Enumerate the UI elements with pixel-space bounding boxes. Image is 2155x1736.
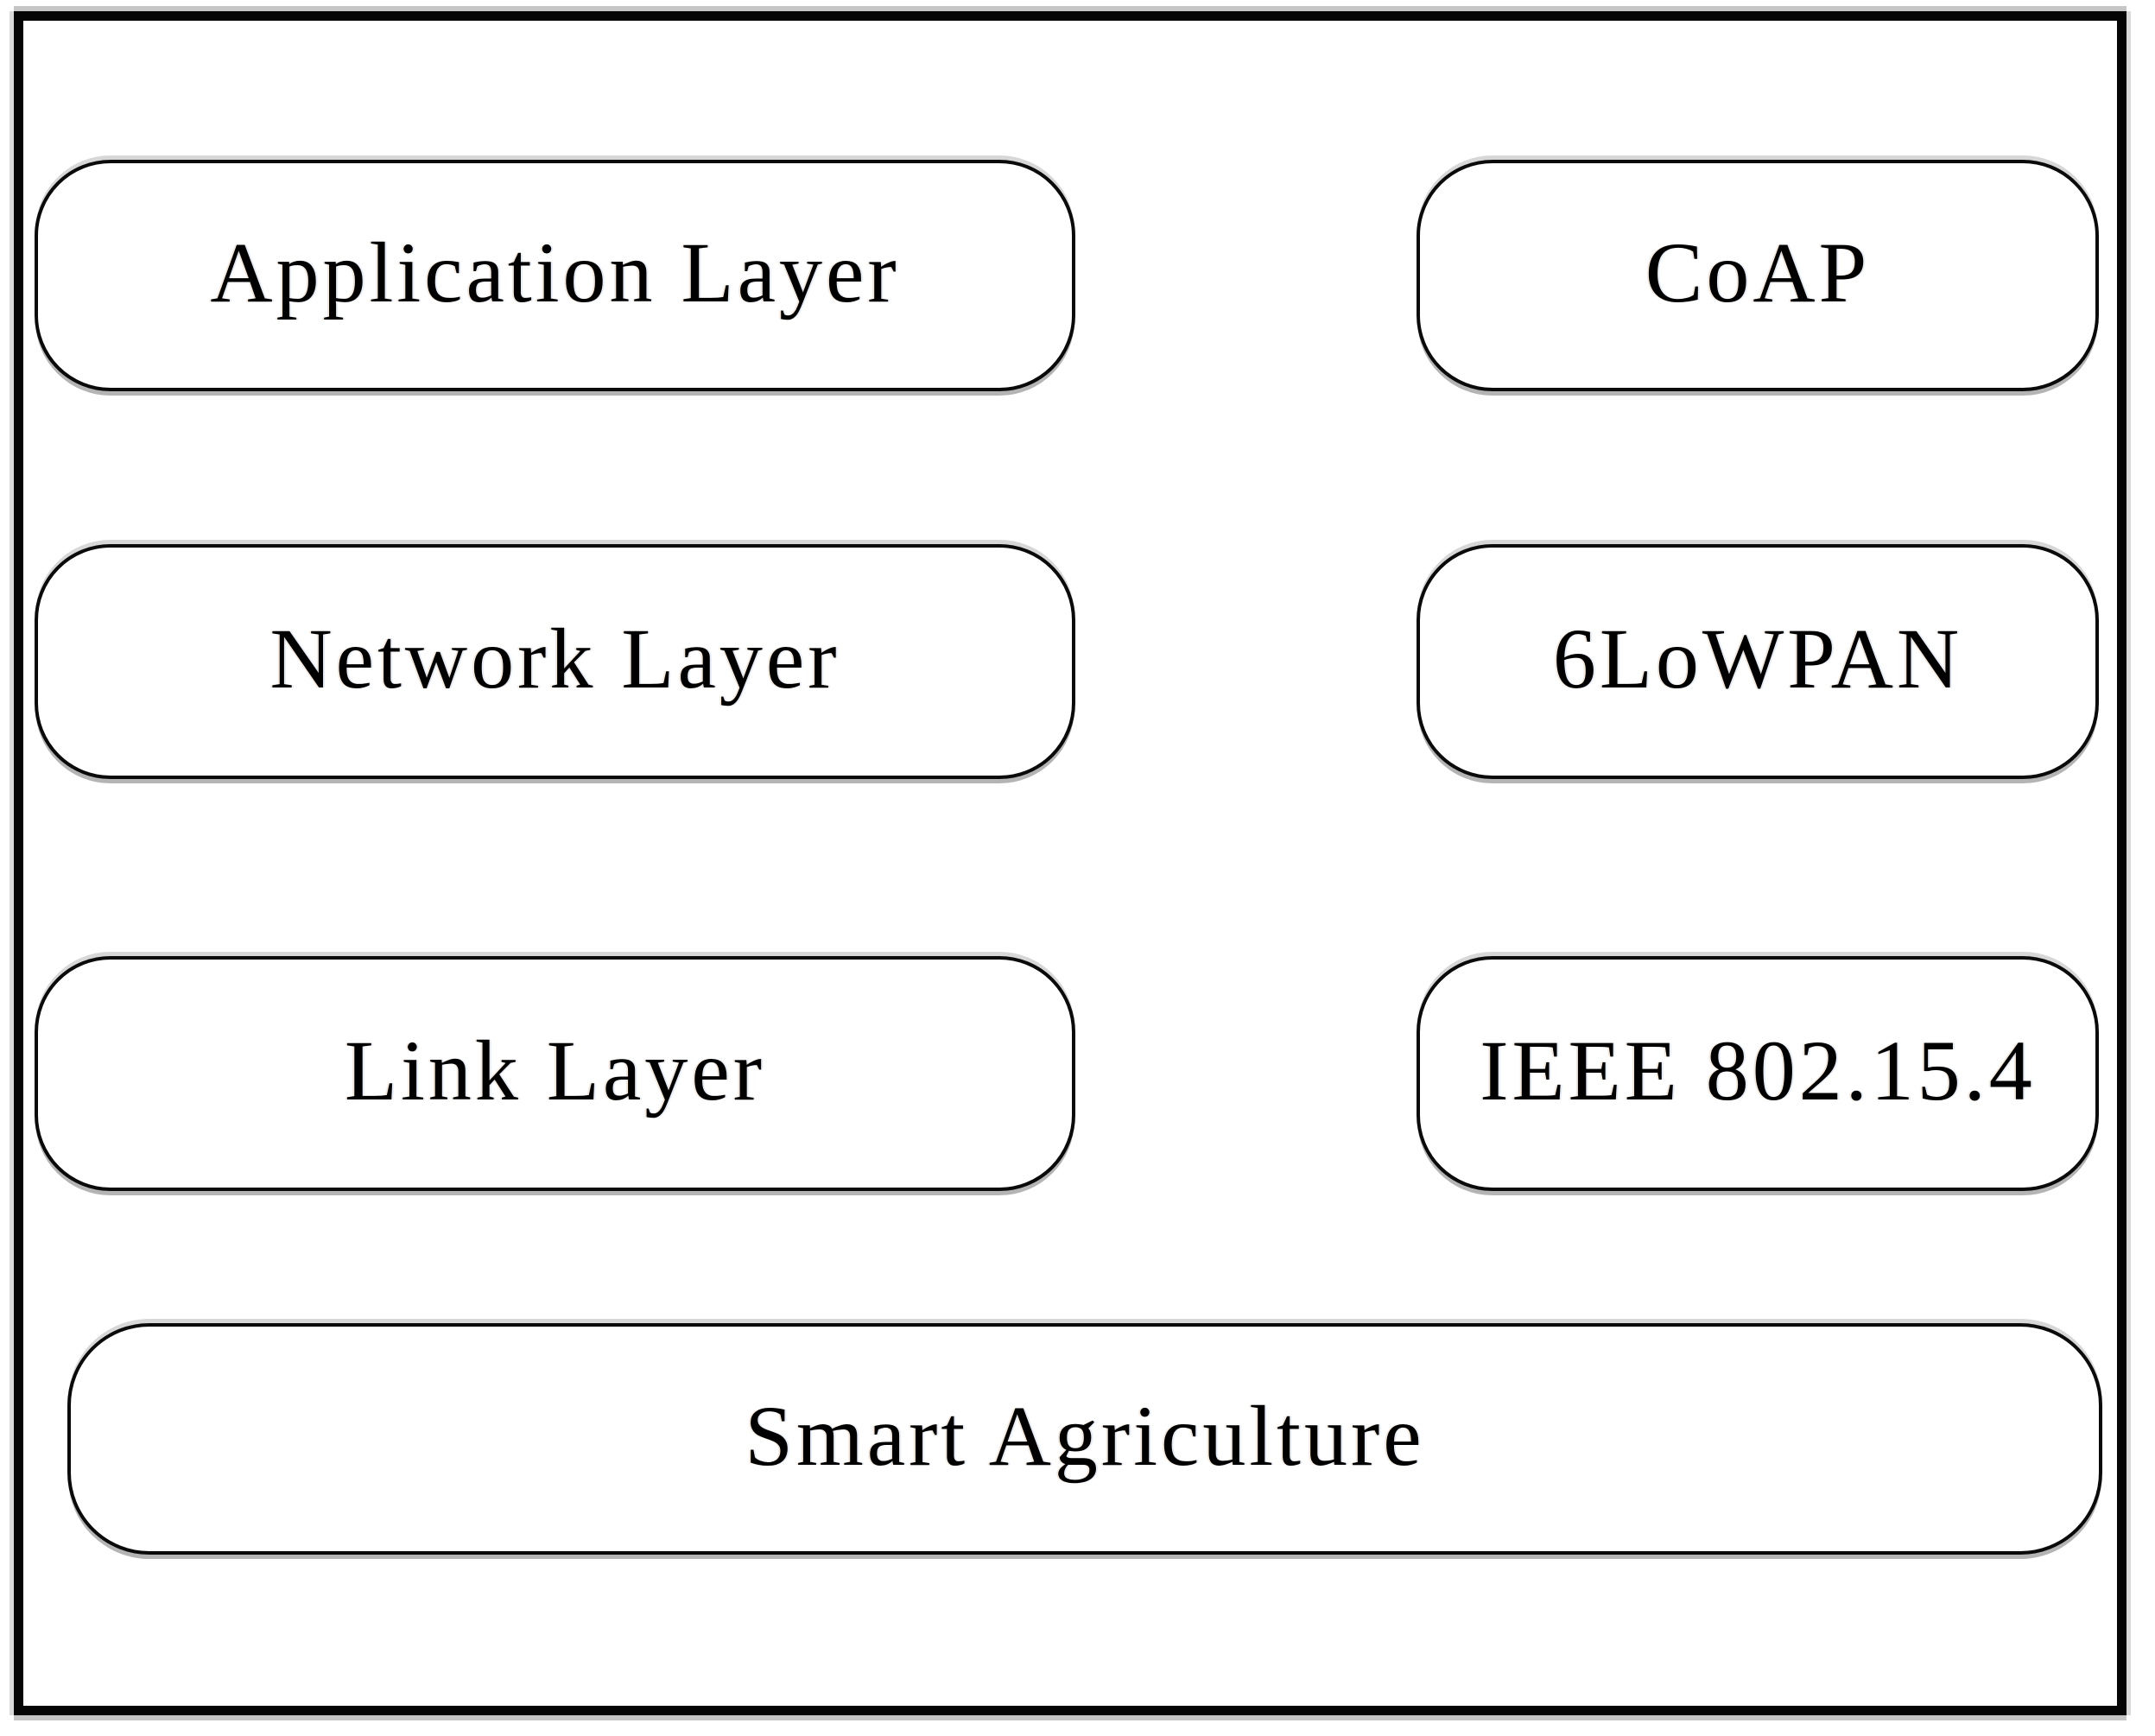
node-ieee-802-15-4: IEEE 802.15.4 bbox=[1417, 956, 2099, 1191]
node-network-layer-label: Network Layer bbox=[269, 611, 840, 706]
node-coap-label: CoAP bbox=[1645, 225, 1871, 320]
node-ieee-802-15-4-label: IEEE 802.15.4 bbox=[1480, 1023, 2036, 1118]
node-smart-agriculture-label: Smart Agriculture bbox=[745, 1388, 1425, 1484]
node-smart-agriculture: Smart Agriculture bbox=[67, 1323, 2102, 1555]
node-link-layer-label: Link Layer bbox=[344, 1023, 766, 1118]
node-application-layer-label: Application Layer bbox=[210, 225, 900, 320]
node-link-layer: Link Layer bbox=[35, 956, 1075, 1191]
node-6lowpan-label: 6LoWPAN bbox=[1552, 611, 1963, 706]
node-application-layer: Application Layer bbox=[35, 160, 1075, 391]
node-coap: CoAP bbox=[1417, 160, 2099, 391]
node-6lowpan: 6LoWPAN bbox=[1417, 544, 2099, 779]
node-network-layer: Network Layer bbox=[35, 544, 1075, 779]
